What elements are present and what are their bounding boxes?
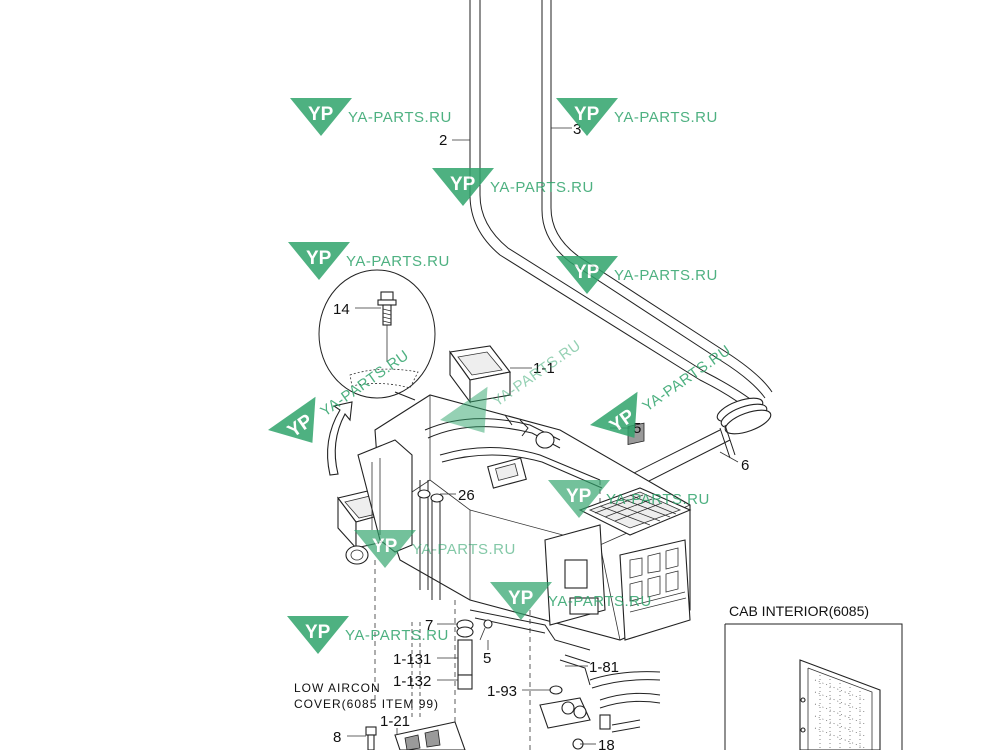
watermark-logo-icon	[440, 386, 488, 433]
callout-8: 8	[333, 729, 341, 746]
watermark-logo-icon	[290, 98, 352, 136]
watermark-4: YP YA-PARTS.RU	[288, 242, 450, 280]
watermark-logo-letters: YP	[308, 104, 334, 125]
watermark-logo-icon	[548, 480, 610, 518]
caption-cover: COVER(6085 ITEM 99)	[294, 697, 439, 711]
watermark-logo-letters: YP	[450, 174, 476, 195]
callout-1-132: 1-132	[393, 673, 431, 690]
direction-arrow	[327, 401, 353, 476]
callout-3: 3	[573, 121, 581, 138]
callout-5-upper: 5	[633, 420, 641, 437]
callout-1-93: 1-93	[487, 683, 517, 700]
watermark-1: YP YA-PARTS.RU	[290, 98, 452, 136]
watermark-logo-letters: YP	[305, 622, 331, 643]
callout-6: 6	[741, 457, 749, 474]
caption-low-aircon: LOW AIRCON	[294, 681, 381, 695]
watermark-logo-icon	[556, 98, 618, 136]
watermark-3: YP YA-PARTS.RU	[432, 168, 594, 206]
watermark-logo-icon	[354, 530, 416, 568]
watermark-logo-letters: YP	[566, 486, 592, 507]
cab-interior-inset: CAB INTERIOR(6085)	[724, 603, 903, 750]
watermark-text: YA-PARTS.RU	[639, 342, 734, 415]
watermark-logo-letters: YP	[306, 248, 332, 269]
watermark-logo-icon	[268, 396, 316, 443]
watermark-9: YP YA-PARTS.RU	[548, 480, 710, 518]
watermark-text: YA-PARTS.RU	[348, 109, 452, 126]
watermark-logo-icon	[590, 391, 638, 438]
watermark-7: YP YA-PARTS.RU	[590, 342, 734, 438]
callout-1-81: 1-81	[589, 659, 619, 676]
watermark-logo-icon	[287, 616, 349, 654]
watermark-text: YA-PARTS.RU	[317, 347, 412, 420]
callout-18: 18	[598, 737, 615, 750]
callout-1-21: 1-21	[380, 713, 410, 730]
callout-7: 7	[425, 617, 433, 634]
watermark-text: YA-PARTS.RU	[345, 627, 449, 644]
inset-title: CAB INTERIOR(6085)	[729, 603, 869, 619]
watermark-11: YP YA-PARTS.RU	[490, 582, 652, 620]
callout-2: 2	[439, 132, 447, 149]
watermark-logo-icon	[288, 242, 350, 280]
callout-1-131: 1-131	[393, 651, 431, 668]
watermark-logo-icon	[432, 168, 494, 206]
watermark-text: YA-PARTS.RU	[412, 541, 516, 558]
watermark-10: YP YA-PARTS.RU	[354, 530, 516, 568]
watermark-text: YA-PARTS.RU	[614, 267, 718, 284]
callout-5-lower: 5	[483, 650, 491, 667]
callout-1-1: 1-1	[533, 360, 555, 377]
watermark-text: YA-PARTS.RU	[346, 253, 450, 270]
watermark-5: YP YA-PARTS.RU	[556, 256, 718, 294]
watermark-logo-letters: YP	[574, 262, 600, 283]
watermark-text: YA-PARTS.RU	[614, 109, 718, 126]
watermark-logo-letters: YP	[372, 536, 398, 557]
lower-parts	[365, 619, 661, 750]
watermark-text: YA-PARTS.RU	[490, 179, 594, 196]
watermark-2: YP YA-PARTS.RU	[556, 98, 718, 136]
detail-bubble-14	[318, 269, 436, 401]
watermark-12: YP YA-PARTS.RU	[287, 616, 449, 654]
watermark-logo-icon	[490, 582, 552, 620]
callout-14: 14	[333, 301, 350, 318]
callout-labels: 2 3 14 1-1 5 6 26 7 5 1-131 1-132 1-81 1…	[294, 121, 749, 750]
watermark-logo-icon	[556, 256, 618, 294]
watermark-logo-letters: YP	[574, 104, 600, 125]
watermark-text: YA-PARTS.RU	[606, 491, 710, 508]
callout-26: 26	[458, 487, 475, 504]
watermark-text: YA-PARTS.RU	[548, 593, 652, 610]
watermark-logo-letters: YP	[508, 588, 534, 609]
heater-unit	[337, 345, 692, 750]
